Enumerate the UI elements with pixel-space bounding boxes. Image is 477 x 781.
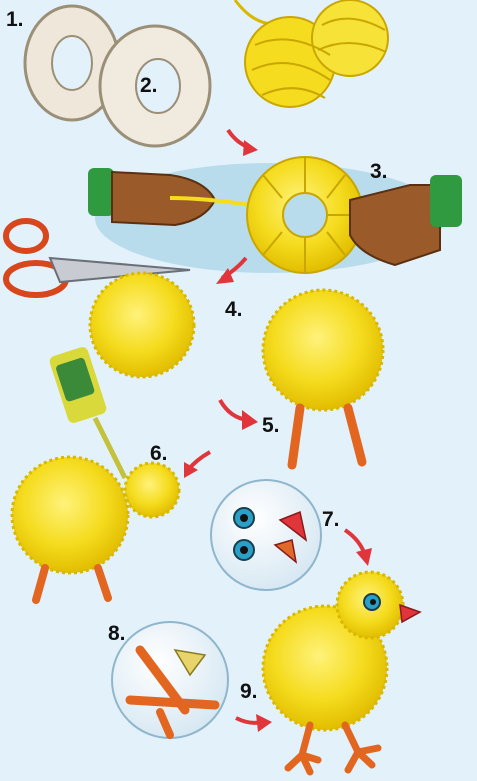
step-6-label: 6. [150, 442, 168, 466]
arrow-icon [220, 400, 258, 430]
feet-detail-bubble [112, 622, 228, 738]
pompom-icon [263, 290, 383, 465]
arrow-icon [184, 452, 210, 478]
eyes-and-beak-bubble [211, 480, 321, 590]
step-7-label: 7. [322, 508, 340, 532]
step-1-label: 1. [6, 8, 24, 32]
step-9-label: 9. [240, 680, 258, 704]
pompom-body-with-head-icon [12, 457, 179, 600]
finished-chick-icon [263, 572, 420, 772]
pompom-cut-icon [90, 273, 194, 377]
step-5-label: 5. [262, 414, 280, 438]
wrapping-yarn-scene [88, 157, 462, 273]
arrow-icon [236, 714, 272, 732]
yarn-balls-icon [235, 0, 388, 107]
arrow-icon [228, 130, 258, 156]
step-4-label: 4. [225, 298, 243, 322]
step-3-label: 3. [370, 160, 388, 184]
arrow-icon [345, 530, 372, 566]
step-8-label: 8. [108, 622, 126, 646]
step-2-label: 2. [140, 74, 158, 98]
